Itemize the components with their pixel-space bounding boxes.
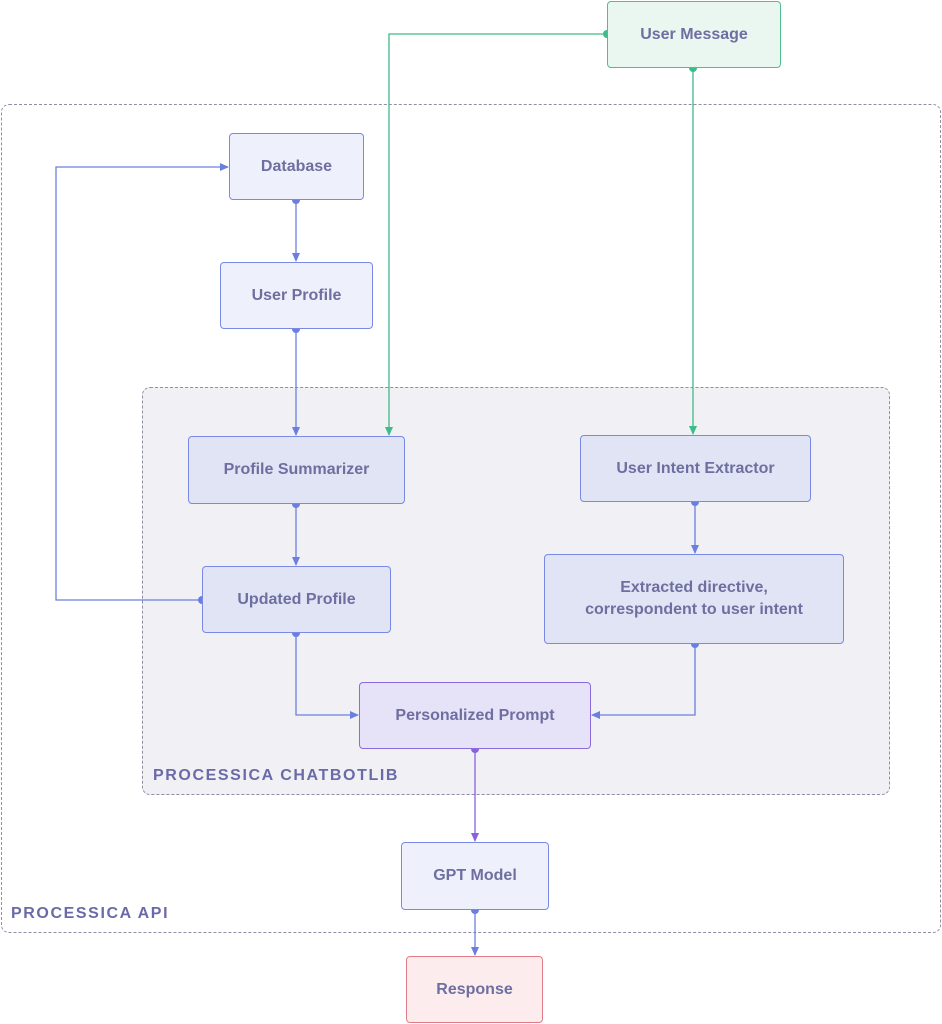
extracted-directive-node[interactable]: Extracted directive, correspondent to us… [544,554,844,644]
processica-chatbotlib-label: PROCESSICA CHATBOTLIB [153,767,400,784]
personalized-prompt-node[interactable]: Personalized Prompt [359,682,591,749]
user-intent-extractor-label: User Intent Extractor [616,459,775,477]
response-node[interactable]: Response [406,956,543,1023]
user-message-label: User Message [640,25,748,43]
gpt-model-label: GPT Model [433,867,517,884]
updated-profile-label: Updated Profile [237,590,356,608]
extracted-directive-label-line1: Extracted directive, [620,579,768,596]
gpt-model-node[interactable]: GPT Model [401,842,549,910]
processica-api-label: PROCESSICA API [11,905,170,922]
profile-summarizer-node[interactable]: Profile Summarizer [188,436,405,504]
personalized-prompt-label: Personalized Prompt [395,706,555,724]
response-label: Response [436,980,513,998]
user-message-node[interactable]: User Message [607,1,781,68]
user-profile-node[interactable]: User Profile [220,262,373,329]
database-node[interactable]: Database [229,133,364,200]
user-intent-extractor-node[interactable]: User Intent Extractor [580,435,811,502]
database-label: Database [260,157,333,175]
updated-profile-node[interactable]: Updated Profile [202,566,391,633]
extracted-directive-label-line2: correspondent to user intent [585,601,803,618]
user-profile-label: User Profile [251,286,342,304]
profile-summarizer-label: Profile Summarizer [223,461,370,478]
